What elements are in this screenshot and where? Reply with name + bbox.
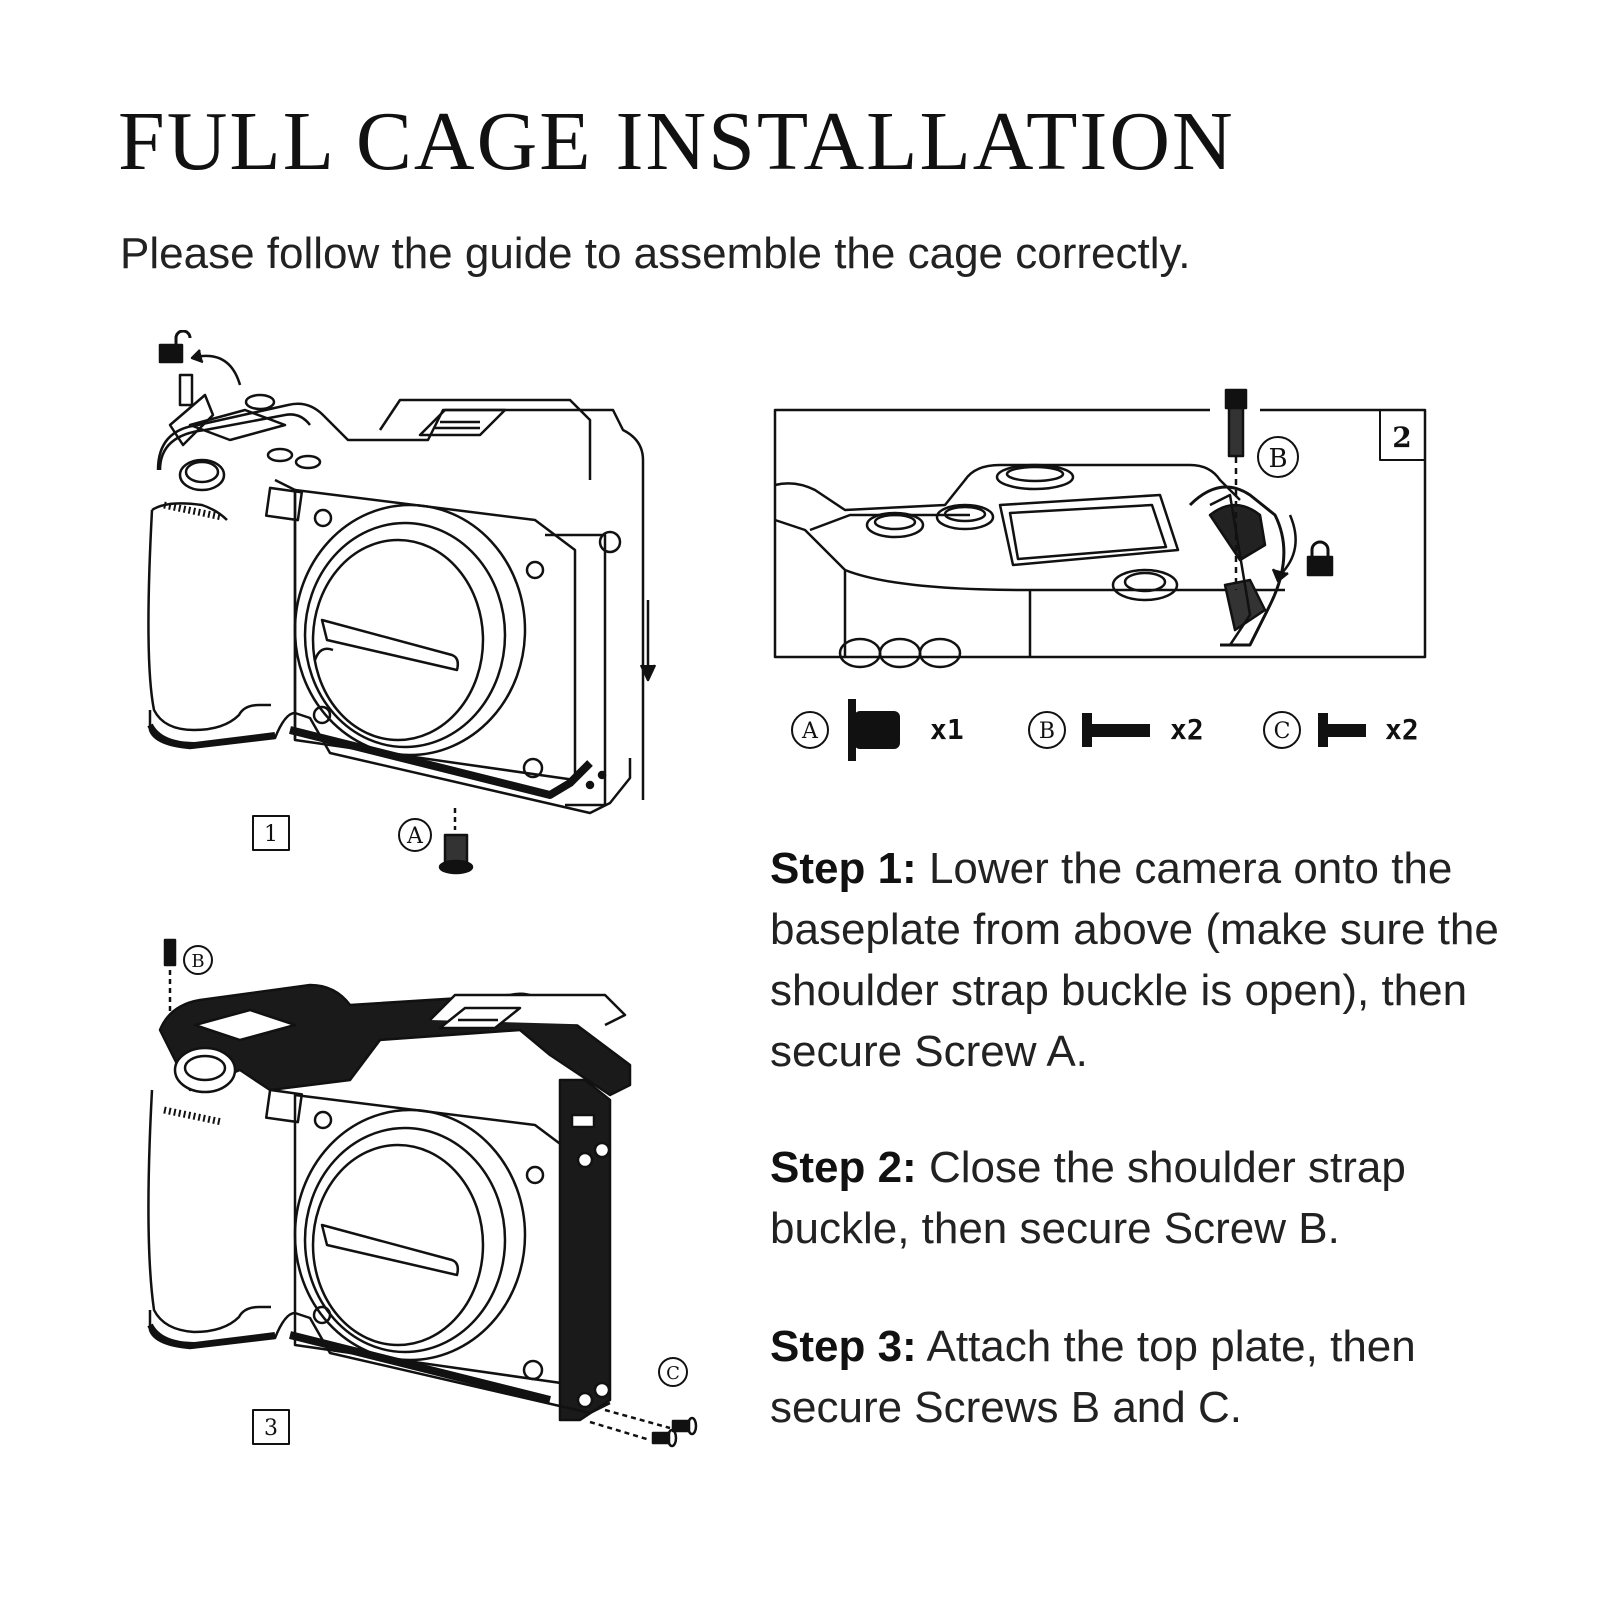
step-2-text: Close the shoulder strap buckle, then se…	[770, 1143, 1406, 1253]
step-1-label: Step 1:	[770, 844, 917, 893]
figure-1-screw-a-label: A	[406, 824, 424, 849]
step-3-label: Step 3:	[770, 1322, 917, 1371]
figure-3-screw-c-label: C	[666, 1363, 680, 1384]
screw-a-icon	[848, 699, 900, 761]
lock-icon	[1306, 540, 1334, 577]
step-1: Step 1: Lower the camera onto the basepl…	[770, 838, 1530, 1082]
figure-2-buckle-closeup: 2 B	[773, 388, 1427, 669]
figure-2-number: 2	[1392, 421, 1411, 454]
legend-qty-c: x2	[1385, 713, 1419, 746]
screw-c-icon	[1318, 713, 1366, 747]
screw-a-illustration	[438, 833, 474, 875]
screw-b-icon	[1082, 713, 1150, 747]
figure-3-number: 3	[264, 1416, 278, 1441]
unlock-icon	[158, 330, 192, 364]
legend-label-c: C	[1274, 719, 1291, 744]
step-2: Step 2: Close the shoulder strap buckle,…	[770, 1137, 1530, 1259]
down-arrow-icon	[639, 600, 657, 682]
screw-legend: A x1 B x2 C x2	[791, 699, 1419, 761]
step-1-text: Lower the camera onto the baseplate from…	[770, 844, 1499, 1076]
page-subtitle: Please follow the guide to assemble the …	[120, 229, 1191, 278]
step-2-label: Step 2:	[770, 1143, 917, 1192]
step-3-text: Attach the top plate, then secure Screws…	[770, 1322, 1416, 1432]
legend-label-b: B	[1039, 719, 1055, 744]
legend-label-a: A	[801, 719, 819, 744]
figure-1-number: 1	[264, 822, 278, 847]
step-3: Step 3: Attach the top plate, then secur…	[770, 1316, 1530, 1438]
page-title: FULL CAGE INSTALLATION	[118, 95, 1235, 188]
figure-2-screw-b-label: B	[1268, 444, 1287, 474]
screw-c-illustration	[651, 1416, 698, 1448]
screw-b-illustration	[1224, 388, 1248, 458]
figure-3-full-cage: B C 3	[147, 938, 698, 1448]
figure-1-camera-on-baseplate: A 1	[147, 330, 657, 875]
legend-qty-b: x2	[1170, 713, 1204, 746]
figure-3-screw-b-label: B	[191, 951, 204, 972]
legend-qty-a: x1	[930, 713, 964, 746]
